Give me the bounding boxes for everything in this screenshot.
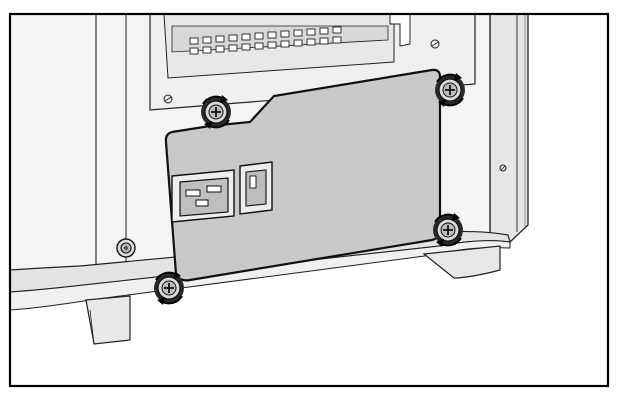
figure-frame	[8, 12, 610, 388]
case-foot-right	[422, 245, 501, 279]
screw-top-right-icon	[435, 73, 465, 107]
screw-bottom-left-icon	[154, 271, 184, 305]
screw-top-left-icon	[201, 95, 231, 129]
screw-bottom-right-icon	[433, 213, 463, 247]
ac-power-inlet	[171, 169, 235, 223]
side-screw-icon	[499, 164, 507, 172]
power-rocker-switch	[239, 161, 273, 215]
psu-plate	[164, 68, 442, 282]
thumb-screw-icon	[116, 238, 136, 258]
case-side-panel	[489, 14, 529, 243]
case-foot-left	[85, 295, 131, 345]
